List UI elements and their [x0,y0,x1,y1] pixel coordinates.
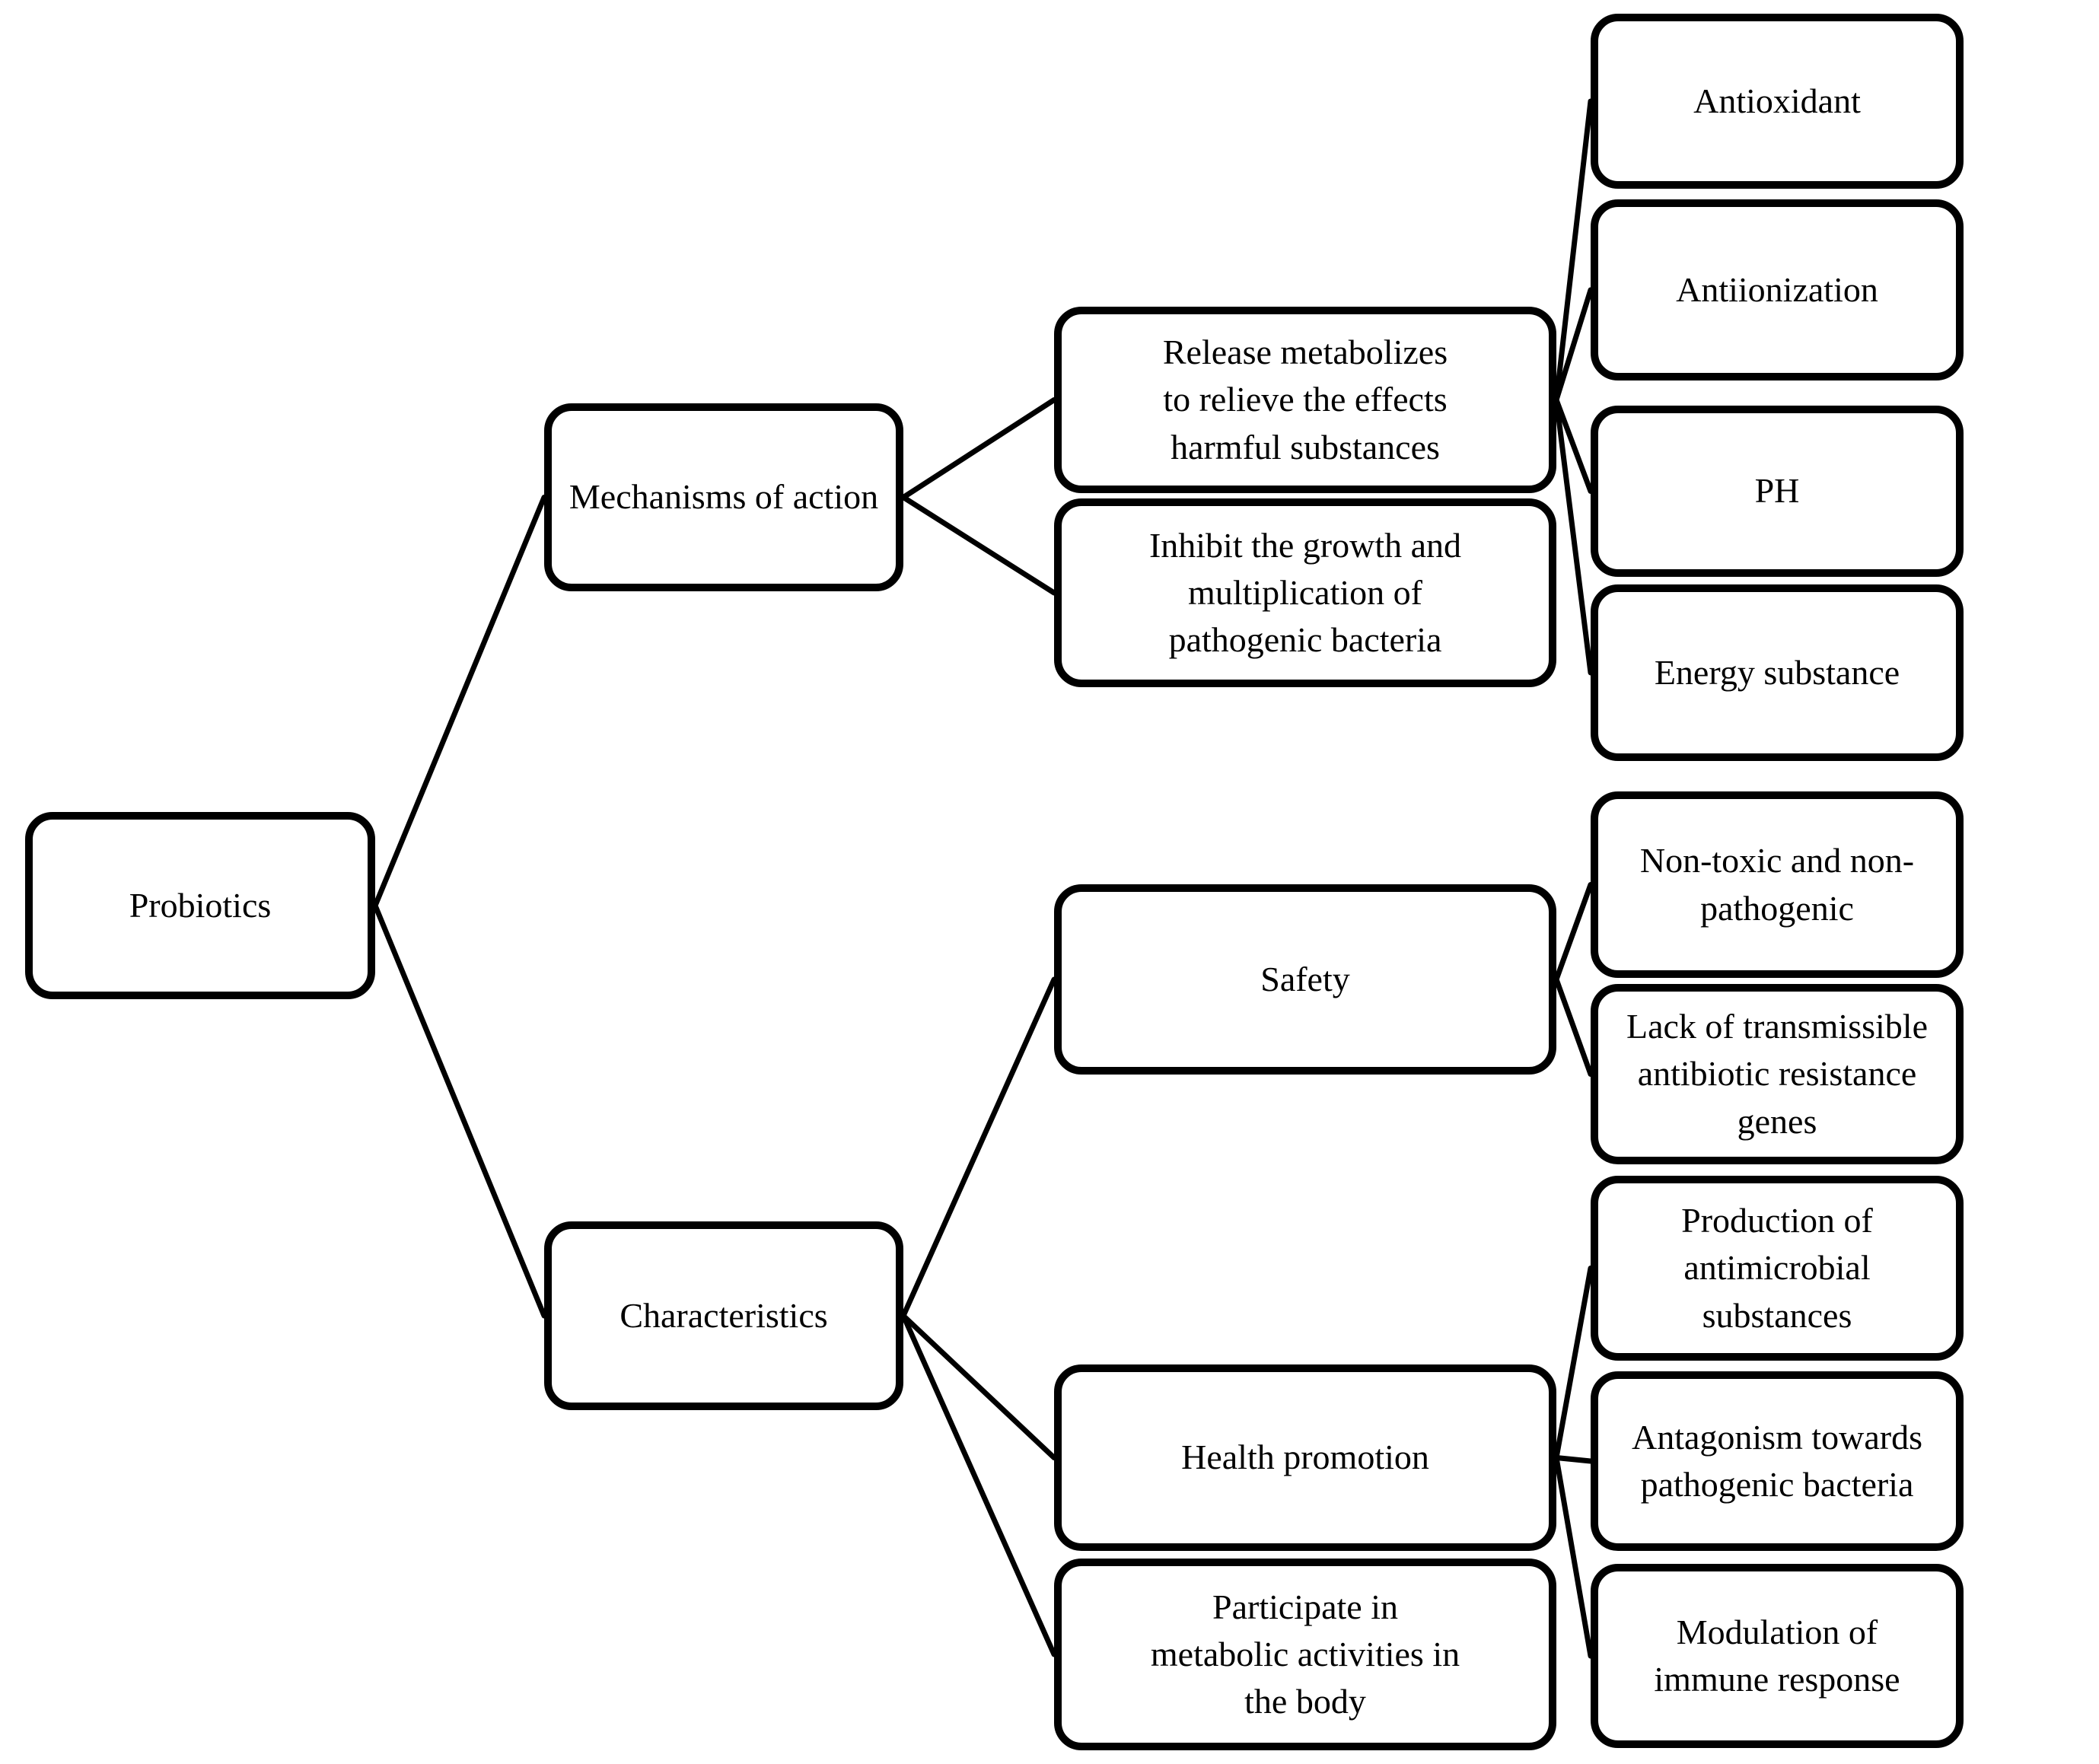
node-characteristics: Characteristics [544,1221,903,1410]
node-energy: Energy substance [1591,584,1964,761]
node-release: Release metabolizes to relieve the effec… [1054,307,1556,493]
edge-health-antagonism [1553,1455,1594,1464]
node-label-antagonism: Antagonism towards pathogenic bacteria [1631,1417,1922,1504]
node-label-probiotics: Probiotics [129,885,272,925]
node-label-production: Production of antimicrobial substances [1681,1201,1873,1335]
node-label-antiionization: Antiionization [1676,269,1878,309]
node-label-release: Release metabolizes to relieve the effec… [1162,333,1448,466]
edge-characteristics-health [900,1313,1057,1460]
node-safety: Safety [1054,884,1556,1075]
node-inhibit: Inhibit the growth and multiplication of… [1054,498,1556,687]
edge-mechanisms-inhibit [900,495,1057,596]
node-antiionization: Antiionization [1591,199,1964,381]
node-modulation: Modulation of immune response [1591,1564,1964,1748]
node-mechanisms: Mechanisms of action [544,403,903,591]
node-label-characteristics: Characteristics [620,1295,828,1335]
node-label-ph: PH [1754,471,1800,511]
edge-health-production [1553,1266,1594,1460]
edge-characteristics-participate [900,1313,1057,1657]
edge-safety-lack [1553,976,1594,1077]
node-label-mechanisms: Mechanisms of action [569,477,879,517]
node-probiotics: Probiotics [25,812,375,999]
edge-mechanisms-release [900,397,1057,500]
node-label-nontoxic: Non-toxic and non- pathogenic [1639,841,1915,928]
edge-release-ph [1553,397,1594,494]
node-label-inhibit: Inhibit the growth and multiplication of… [1148,525,1462,660]
node-label-safety: Safety [1260,959,1350,998]
node-production: Production of antimicrobial substances [1591,1176,1964,1361]
node-label-energy: Energy substance [1654,652,1900,692]
node-nontoxic: Non-toxic and non- pathogenic [1591,791,1964,978]
node-ph: PH [1591,406,1964,577]
edge-probiotics-characteristics [372,903,547,1319]
node-health: Health promotion [1054,1364,1556,1551]
node-antagonism: Antagonism towards pathogenic bacteria [1591,1371,1964,1551]
node-label-participate: Participate in metabolic activities in t… [1150,1587,1460,1721]
edge-release-antioxidant [1553,98,1594,403]
edge-health-modulation [1553,1455,1594,1659]
edge-characteristics-safety [900,976,1057,1319]
edge-safety-nontoxic [1553,882,1594,982]
node-label-lack: Lack of transmissible antibiotic resista… [1626,1007,1928,1141]
edge-probiotics-mechanisms [372,495,547,909]
node-label-health: Health promotion [1181,1438,1429,1477]
node-label-antioxidant: Antioxidant [1693,81,1861,120]
node-antioxidant: Antioxidant [1591,14,1964,189]
node-lack: Lack of transmissible antibiotic resista… [1591,984,1964,1164]
node-label-modulation: Modulation of immune response [1654,1612,1900,1699]
edge-release-antiionization [1553,287,1594,403]
node-participate: Participate in metabolic activities in t… [1054,1559,1556,1750]
edge-release-energy [1553,397,1594,676]
